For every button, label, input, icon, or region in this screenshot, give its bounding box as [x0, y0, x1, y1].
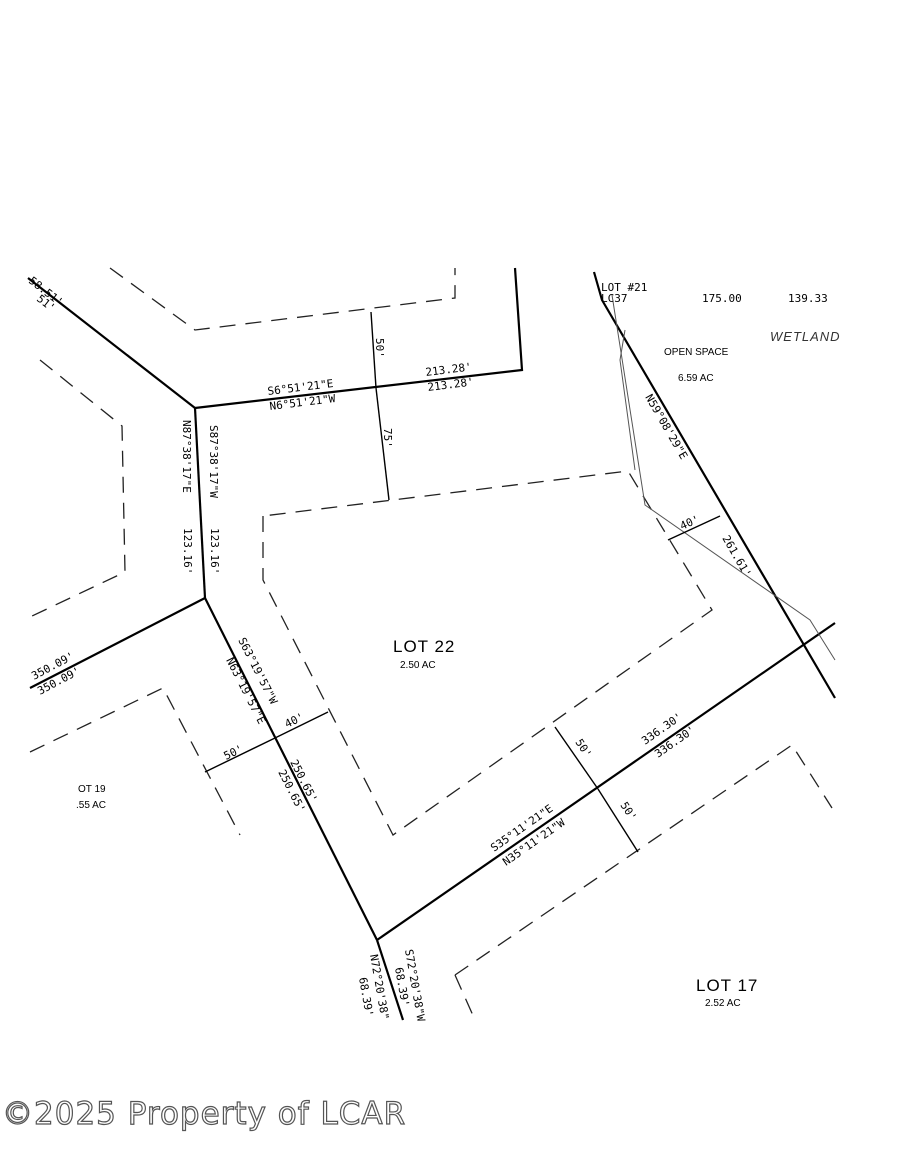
- wetland-line-b: [619, 329, 636, 471]
- lot21-lc: LC37: [601, 292, 628, 305]
- lot22-northeast-line: [592, 271, 836, 699]
- nw-road-line: [27, 277, 196, 409]
- lot17-envelope: [454, 744, 833, 976]
- open-space-area: 6.59 AC: [678, 373, 714, 384]
- left-distance-out: 123.16': [181, 528, 194, 574]
- top-distance-in: 213.28': [425, 360, 473, 379]
- lot22-southwest-line: [204, 597, 378, 941]
- lot21-name: LOT #21: [601, 281, 647, 294]
- labels: 58.51' 51' S6°51'21"E 213.28' N6°51'21"W…: [26, 274, 841, 1023]
- dim-40-right: [667, 515, 721, 541]
- wetland-line-a: [611, 294, 836, 661]
- lot22-envelope: [262, 470, 713, 836]
- open-space-name: OPEN SPACE: [664, 347, 729, 358]
- left-distance-in: 123.16': [208, 528, 221, 574]
- property-lines: [27, 267, 836, 1021]
- setback-50-left: 50': [222, 742, 246, 762]
- lot22-north-line: [194, 267, 524, 410]
- upper-envelope: [109, 267, 456, 331]
- lot22-name: LOT 22: [393, 637, 455, 656]
- lot17-name: LOT 17: [696, 976, 758, 995]
- far-left-line: [29, 597, 206, 689]
- setback-40-left: 40': [283, 710, 307, 730]
- setback-40-right: 40': [678, 513, 701, 533]
- bottom-road-line: [375, 939, 405, 1021]
- top-right-value-2: 139.33: [788, 292, 828, 305]
- dim-75: [375, 387, 390, 501]
- lot22-area: 2.50 AC: [400, 660, 436, 671]
- top-distance-out: 213.28': [427, 375, 475, 394]
- lot19-name: OT 19: [78, 784, 106, 795]
- dimension-lines: [204, 311, 721, 853]
- west-envelope: [29, 359, 126, 618]
- setback-50-rear-out: 50': [617, 800, 639, 824]
- setback-50-top: 50': [373, 338, 386, 358]
- sw-envelope: [29, 687, 241, 836]
- lot22-southeast-line: [376, 622, 836, 941]
- top-right-value-1: 175.00: [702, 292, 742, 305]
- dim-40-left: [274, 711, 329, 739]
- left-bearing-out: N87°38'17"E: [180, 420, 193, 493]
- dim-50-rear-out: [597, 788, 639, 853]
- dim-50-top: [370, 311, 377, 389]
- lot17-left-edge: [454, 974, 476, 1021]
- lot22-west-line: [193, 407, 207, 599]
- lot19-area: .55 AC: [76, 800, 106, 811]
- right-bearing: N59°08'29"E: [642, 392, 690, 462]
- dim-50-rear-in: [554, 726, 599, 790]
- dim-50-left: [204, 737, 276, 773]
- lot17-area: 2.52 AC: [705, 998, 741, 1009]
- right-distance: 261.61': [719, 533, 753, 580]
- watermark: ©2025 Property of LCAR: [2, 1096, 406, 1132]
- left-bearing-in: S87°38'17"W: [207, 425, 220, 498]
- wetland-label: WETLAND: [770, 329, 841, 344]
- setback-75: 75': [381, 428, 394, 448]
- setback-lines: [29, 267, 836, 1021]
